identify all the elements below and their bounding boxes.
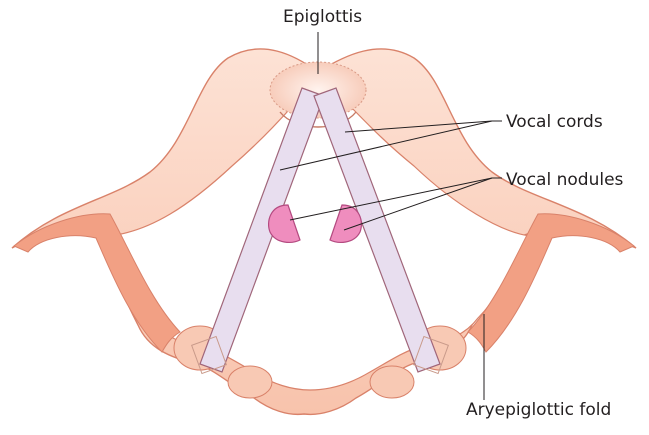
label-epiglottis: Epiglottis [283,9,362,26]
label-aryepiglottic-fold: Aryepiglottic fold [466,402,611,419]
corniculate-left [228,366,272,398]
label-vocal-cords: Vocal cords [506,114,603,131]
corniculate-right [370,366,414,398]
label-vocal-nodules: Vocal nodules [506,172,623,189]
